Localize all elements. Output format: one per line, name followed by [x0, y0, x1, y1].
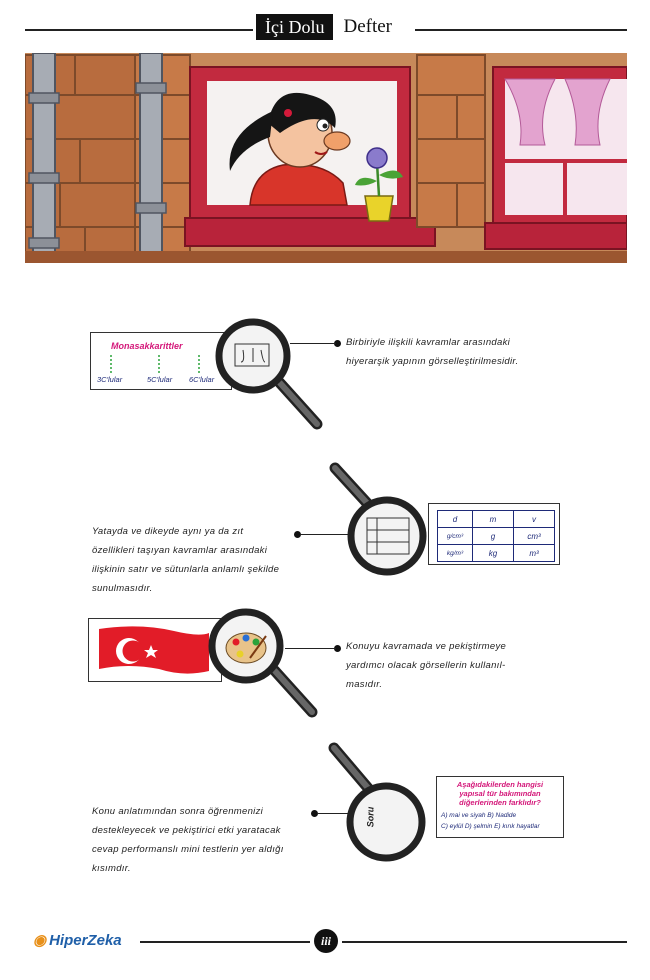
magnifier-3 [208, 608, 318, 718]
table-cell: kg/m³ [437, 544, 473, 562]
item4-text-line: kısımdır. [92, 863, 131, 874]
item1-label-3: 6C'lular [189, 375, 215, 384]
page-number: iii [314, 929, 338, 953]
item2-table: d m v g/cm³ g cm³ kg/m³ kg m³ [437, 510, 555, 562]
item4-text-line: cevap performanslı mini testlerin yer al… [92, 844, 284, 855]
item1-text-line: Birbiriyle ilişkili kavramlar arasındaki [346, 337, 511, 348]
item2-leader-line [300, 534, 352, 536]
header-title: İçi Dolu Defter [256, 14, 392, 40]
magnifier-2 [329, 462, 427, 576]
drain-pipe-1 [28, 53, 60, 259]
item1-hierarchy-example: Monasakkarittler 3C'lular 5C'lular 6C'lu… [90, 332, 232, 390]
drain-pipe-2 [135, 53, 167, 259]
item2-description: Yatayda ve dikeyde aynı ya da zıt özelli… [92, 522, 302, 598]
table-cell: kg [472, 544, 514, 562]
table-cell: d [437, 510, 473, 528]
item3-bullet [334, 645, 341, 652]
item4-question: Aşağıdakilerden hangisi yapısal tür bakı… [441, 780, 559, 807]
header-rule-left [25, 29, 253, 31]
table-cell: m³ [513, 544, 555, 562]
item3-leader-line [285, 648, 336, 650]
item2-text-line: özellikleri taşıyan kavramlar arasındaki [92, 545, 268, 556]
item1-leader-line [290, 343, 336, 345]
table-cell: m [472, 510, 514, 528]
item1-box-title: Monasakkarittler [111, 341, 183, 351]
magnifier-1 [215, 318, 323, 430]
item2-text-line: sunulmasıdır. [92, 583, 153, 594]
item2-table-card: d m v g/cm³ g cm³ kg/m³ kg m³ [428, 503, 560, 565]
table-cell: cm³ [513, 527, 555, 545]
window-scene-drawing [25, 53, 627, 263]
table-cell: v [513, 510, 555, 528]
item1-text-line: hiyerarşik yapının görselleştirilmesidir… [346, 356, 519, 367]
table-cell: g [472, 527, 514, 545]
item4-question-card: Aşağıdakilerden hangisi yapısal tür bakı… [436, 776, 564, 838]
footer-rule-right [342, 941, 627, 943]
item4-leader-line [317, 813, 351, 815]
item4-options: A) mai ve siyah B) Nadide C) eylül D) şe… [441, 810, 540, 832]
logo-text: HiperZeka [49, 931, 122, 949]
item1-bullet [334, 340, 341, 347]
hero-illustration [25, 53, 627, 263]
item1-label-1: 3C'lular [97, 375, 123, 384]
question-line: yapısal tür bakımından [459, 789, 541, 798]
turkish-flag-drawing [99, 626, 209, 674]
item4-lens-label: Soru [365, 806, 376, 828]
question-line: Aşağıdakilerden hangisi [456, 780, 544, 789]
publisher-logo: ◉ HiperZeka [33, 931, 125, 950]
header-title-boxed: İçi Dolu [256, 14, 334, 40]
item2-bullet [294, 531, 301, 538]
magnifier-4 [328, 742, 426, 862]
item3-description: Konuyu kavramada ve pekiştirmeye yardımc… [346, 637, 576, 694]
item2-text-line: Yatayda ve dikeyde aynı ya da zıt [92, 526, 244, 537]
header-title-plain: Defter [343, 16, 393, 37]
item4-bullet [311, 810, 318, 817]
question-line: diğerlerinden farklıdır? [459, 798, 541, 807]
footer-rule-left [140, 941, 310, 943]
table-cell: g/cm³ [437, 527, 473, 545]
item1-description: Birbiriyle ilişkili kavramlar arasındaki… [346, 333, 586, 371]
logo-mark-icon: ◉ [33, 932, 47, 949]
item1-label-2: 5C'lular [147, 375, 173, 384]
item3-text-line: masıdır. [346, 679, 383, 690]
item3-text-line: Konuyu kavramada ve pekiştirmeye [346, 641, 507, 652]
item4-description: Konu anlatımından sonra öğrenmenizi dest… [92, 802, 322, 878]
option-line: C) eylül D) şelmin E) kırık hayatlar [441, 823, 540, 830]
item4-text-line: destekleyecek ve pekiştirici etki yarata… [92, 825, 281, 836]
option-line: A) mai ve siyah B) Nadide [441, 812, 517, 819]
item3-visual-card [88, 618, 222, 682]
header-rule-right [415, 29, 627, 31]
item2-text-line: ilişkinin satır ve sütunlarla anlamlı şe… [92, 564, 280, 575]
item3-text-line: yardımcı olacak görsellerin kullanıl- [346, 660, 506, 671]
hierarchy-arrows [110, 355, 200, 375]
item4-text-line: Konu anlatımından sonra öğrenmenizi [92, 806, 264, 817]
